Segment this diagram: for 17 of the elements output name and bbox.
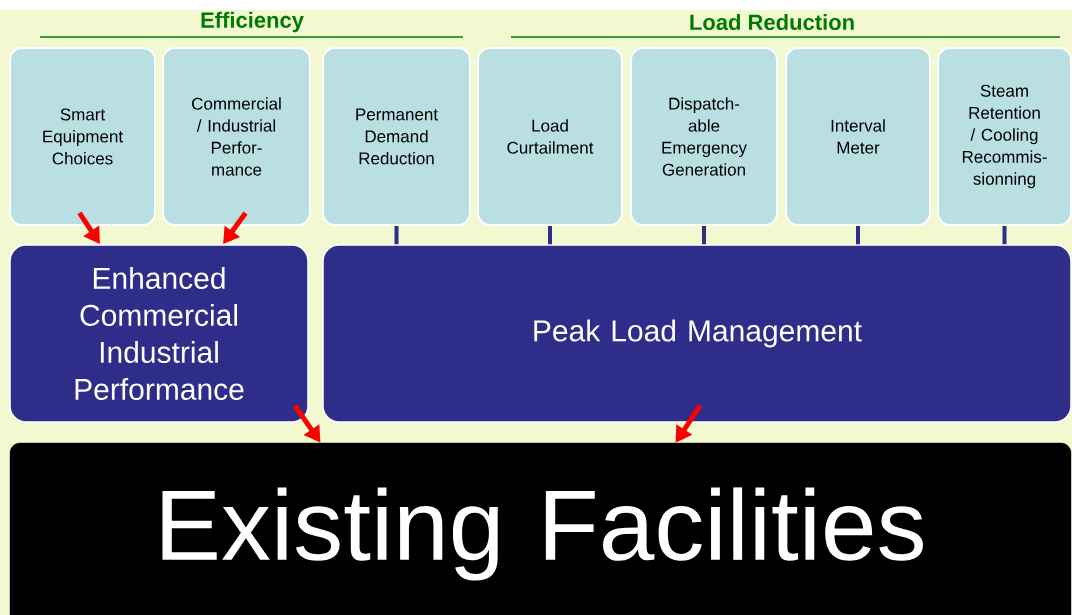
- category-box: Enhanced Commercial Industrial Performance: [9, 244, 309, 423]
- strategy-box: Commercial / Industrial Perfor- mance: [162, 47, 311, 226]
- category-box: Peak Load Management: [322, 244, 1072, 423]
- foundation-box: Existing Facilities: [9, 442, 1072, 615]
- connector-line: [702, 226, 706, 245]
- strategy-box: Load Curtailment: [477, 47, 623, 226]
- strategy-box: Smart Equipment Choices: [9, 47, 156, 226]
- connector-line: [394, 226, 399, 245]
- section-heading: Efficiency: [201, 11, 304, 33]
- strategy-box: Steam Retention / Cooling Recommis- sionning: [937, 47, 1072, 226]
- connector-line: [856, 226, 860, 245]
- connector-line: [1002, 226, 1007, 245]
- strategy-box: Dispatch- able Emergency Generation: [630, 47, 778, 226]
- strategy-box: Interval Meter: [785, 47, 931, 226]
- connector-line: [548, 226, 552, 245]
- strategy-box: Permanent Demand Reduction: [322, 47, 471, 226]
- section-heading: Load Reduction: [690, 13, 854, 31]
